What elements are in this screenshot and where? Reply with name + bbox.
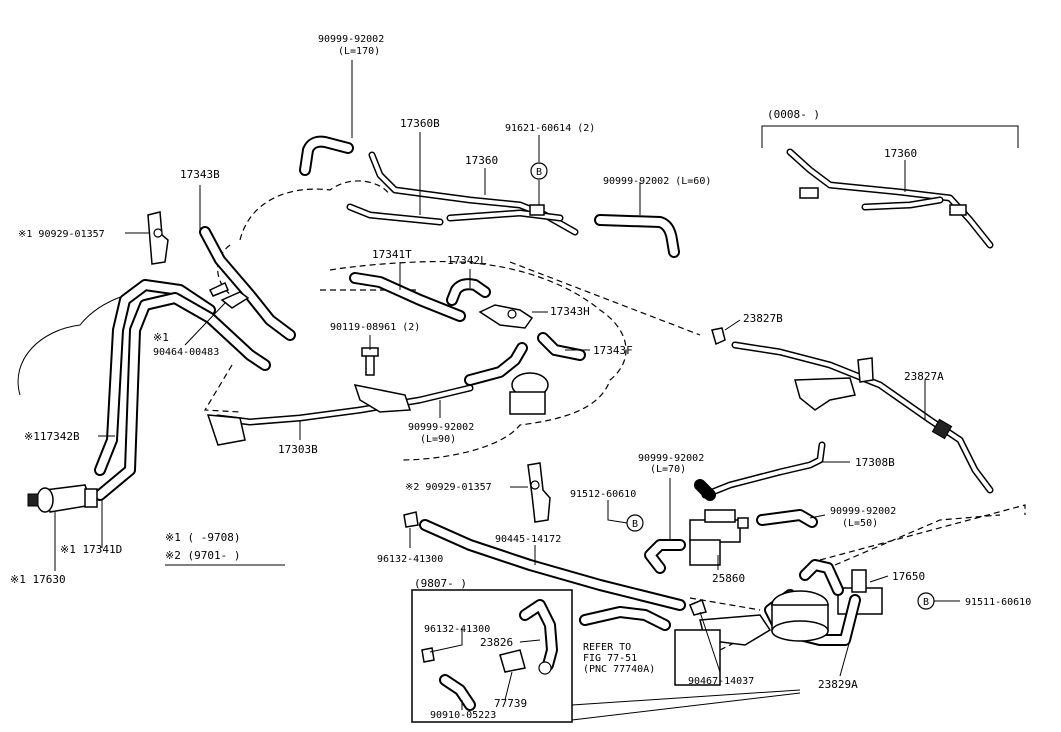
inset-9807 <box>411 589 801 723</box>
label-96132-41300: 96132-41300 <box>377 554 443 565</box>
label-17343B: 17343B <box>180 168 220 181</box>
filter-17630 <box>27 484 98 513</box>
label-refer-pnc: (PNC 77740A) <box>583 664 655 675</box>
label-23826: 23826 <box>480 636 513 649</box>
label-17360-inset: 17360 <box>884 147 917 160</box>
hose-refer-77740A <box>579 606 671 631</box>
label-refer-to: REFER TO <box>583 642 631 653</box>
label-23827A: 23827A <box>904 370 944 383</box>
label-90999-92002-L50: 90999-92002 <box>830 506 896 517</box>
label-x1-17342B: ※117342B <box>24 430 80 443</box>
label-17650: 17650 <box>892 570 925 583</box>
pipe-17360B <box>346 151 579 236</box>
label-90999-L60: 90999-92002 (L=60) <box>603 176 711 187</box>
label-23829A: 23829A <box>818 678 858 691</box>
hose-17343B <box>199 226 296 341</box>
labels: 90999-92002 (L=170) 17360B 91621-60614 (… <box>10 34 1031 721</box>
legend-x1: ※1 ( -9708) <box>165 531 240 544</box>
vsv-25860 <box>689 509 749 566</box>
label-x1-17630: ※1 17630 <box>10 573 66 586</box>
marker-b-1-letter: B <box>536 167 542 178</box>
pipe-17308B <box>701 441 826 499</box>
label-x1: ※1 <box>153 331 169 344</box>
hose-23829A <box>764 559 861 646</box>
valve-lower <box>674 614 772 686</box>
label-90445-14172: 90445-14172 <box>495 534 561 545</box>
vsv-engine <box>509 372 549 415</box>
label-23827B: 23827B <box>743 312 783 325</box>
clip-90464 <box>208 281 250 309</box>
marker-b-3-letter: B <box>923 597 929 608</box>
hose-90999-L50 <box>756 509 818 528</box>
marker-b-3: B <box>917 592 935 610</box>
bracket-90929-x2 <box>527 462 551 523</box>
label-L170: (L=170) <box>338 46 380 57</box>
label-90999-92002-top: 90999-92002 <box>318 34 384 45</box>
label-90999-92002-L70: 90999-92002 <box>638 453 704 464</box>
inset-0008 <box>761 125 1019 249</box>
hose-17341T <box>349 272 466 322</box>
hose-90999-L170 <box>299 135 354 176</box>
hose-90999-L90 <box>464 342 528 386</box>
clip-90467 <box>689 598 707 616</box>
marker-b-2-letter: B <box>632 519 638 530</box>
bolt-90119 <box>361 347 379 376</box>
label-L70: (L=70) <box>650 464 686 475</box>
hose-17341D <box>94 292 271 501</box>
label-90999-92002-L90: 90999-92002 <box>408 422 474 433</box>
hose-17343F <box>537 332 586 361</box>
label-0008: (0008- ) <box>767 108 820 121</box>
label-17343F: 17343F <box>593 344 633 357</box>
hose-17342L <box>446 278 491 306</box>
label-90119-08961: 90119-08961 (2) <box>330 322 420 333</box>
hose-90999-L70 <box>694 479 716 501</box>
label-25860: 25860 <box>712 572 745 585</box>
label-90467-14037: 90467-14037 <box>688 676 754 687</box>
label-17360B: 17360B <box>400 117 440 130</box>
marker-b-2: B <box>626 514 644 532</box>
legend-x2: ※2 (9701- ) <box>165 549 240 562</box>
label-L90: (L=90) <box>420 434 456 445</box>
label-90464-00483: 90464-00483 <box>153 347 219 358</box>
label-91512-60610: 91512-60610 <box>570 489 636 500</box>
pipe-17303B <box>206 384 474 446</box>
valve-17343H <box>478 304 534 329</box>
label-17342L: 17342L <box>447 254 487 267</box>
dashed-connectors <box>203 261 1026 651</box>
hose-90445 <box>419 519 686 611</box>
label-17341T: 17341T <box>372 248 412 261</box>
clamp-23827B <box>711 327 726 346</box>
canister-center <box>771 590 829 642</box>
label-17303B: 17303B <box>278 443 318 456</box>
label-9807: (9807- ) <box>414 577 467 590</box>
hose-17342B <box>94 279 216 476</box>
label-90910-05223: 90910-05223 <box>430 710 496 721</box>
label-x2-90929-01357: ※2 90929-01357 <box>405 482 492 493</box>
clip-96132-main <box>403 511 419 528</box>
label-x1-17341D: ※1 17341D <box>60 543 122 556</box>
label-x1-90929-01357: ※1 90929-01357 <box>18 229 105 240</box>
label-96132-41300-inset: 96132-41300 <box>424 624 490 635</box>
pipe-23827A <box>731 341 994 494</box>
hose-elbow-vsv <box>644 539 686 574</box>
bracket-90929-x1 <box>147 211 169 265</box>
label-17343H: 17343H <box>550 305 590 318</box>
label-91511-60610: 91511-60610 <box>965 597 1031 608</box>
label-17308B: 17308B <box>855 456 895 469</box>
marker-b-1: B <box>530 162 548 180</box>
hose-90999-L60 <box>594 214 680 258</box>
part-17650 <box>837 569 883 615</box>
label-L50: (L=50) <box>842 518 878 529</box>
leader-lines <box>54 60 960 710</box>
label-refer-fig: FIG 77-51 <box>583 653 637 664</box>
label-77739: 77739 <box>494 697 527 710</box>
label-91621-60614: 91621-60614 (2) <box>505 123 595 134</box>
label-17360: 17360 <box>465 154 498 167</box>
